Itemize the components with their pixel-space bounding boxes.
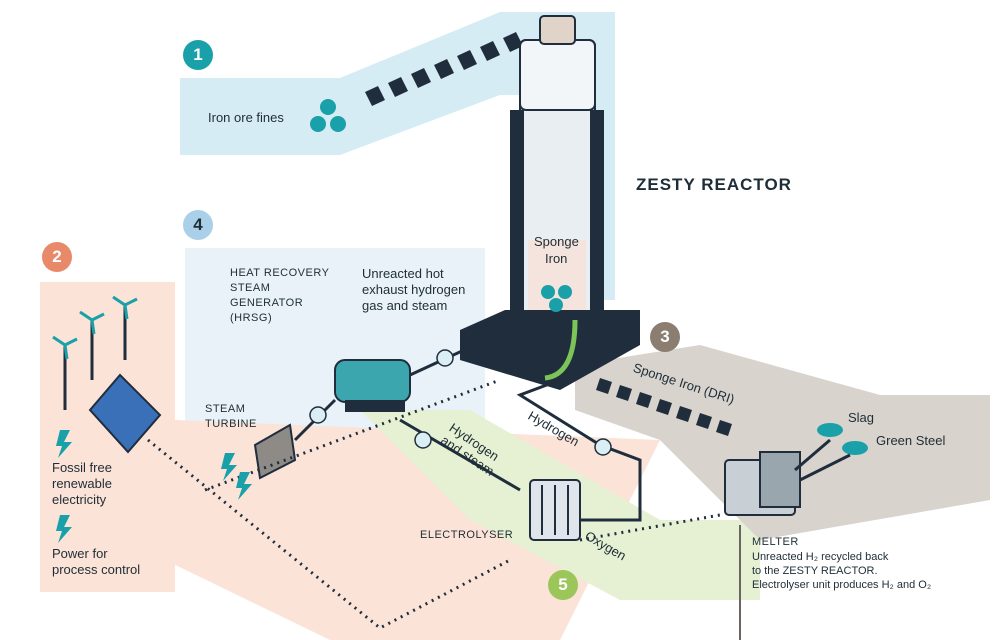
green-steel-icon — [842, 441, 868, 455]
zone-sponge-iron-dri — [575, 345, 990, 540]
sponge-iron-pellets-icon — [541, 285, 572, 312]
solar-panel-icon — [88, 373, 162, 454]
label-melter: MELTER — [752, 536, 799, 548]
label-slag: Slag — [848, 410, 875, 425]
step-badge-4: 4 — [183, 210, 213, 240]
zone-hrsg — [185, 248, 485, 438]
label-electrolyser: ELECTROLYSER — [420, 529, 514, 541]
step-badge-2: 2 — [42, 242, 72, 272]
zesty-reactor — [460, 15, 640, 390]
valve-icons — [309, 349, 612, 456]
wind-turbine-icon — [52, 295, 138, 410]
lightning-icons — [56, 430, 252, 543]
step-badge-1: 1 — [183, 40, 213, 70]
hrsg-unit — [334, 359, 411, 412]
label-sponge-iron-1: Sponge — [534, 234, 579, 249]
step-badge-5: 5 — [548, 570, 578, 600]
zone-iron-ore-feed — [180, 12, 615, 300]
electrolyser-unit — [529, 479, 581, 541]
dri-chevrons — [596, 378, 732, 436]
iron-ore-pellets-icon — [310, 99, 346, 132]
step-badge-3: 3 — [650, 322, 680, 352]
diagram-title: ZESTY REACTOR — [636, 175, 792, 194]
slag-icon — [817, 423, 843, 437]
label-iron-ore-fines: Iron ore fines — [208, 110, 284, 125]
melter-unit — [724, 451, 801, 516]
label-sponge-iron-2: Iron — [545, 251, 568, 266]
label-green-steel: Green Steel — [876, 433, 946, 448]
feed-chevrons — [365, 32, 523, 106]
zone-renewable-electricity — [40, 282, 660, 640]
steam-turbine — [253, 423, 297, 480]
